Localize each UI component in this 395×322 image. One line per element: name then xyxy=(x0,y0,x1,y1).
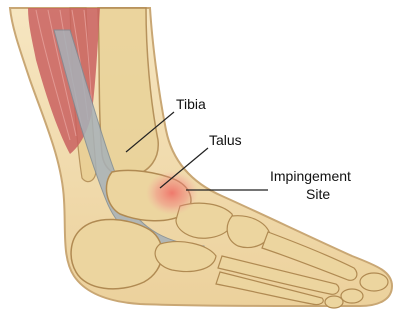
impingement-label-line1: Impingement xyxy=(270,168,351,184)
talus-label: Talus xyxy=(209,132,242,148)
tibia-label: Tibia xyxy=(176,96,206,112)
calcaneus-bone xyxy=(71,219,162,288)
impingement-label-line2: Site xyxy=(306,186,330,202)
